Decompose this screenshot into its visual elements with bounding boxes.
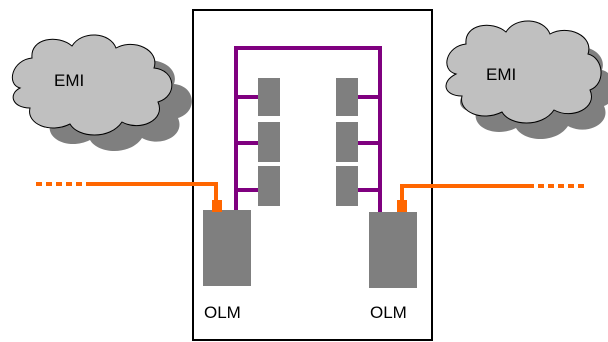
bus-outer-frame [234,46,382,212]
card-left-3 [258,166,280,206]
card-left-2 [258,122,280,162]
cloud-body [445,20,602,124]
emi-cloud-right: EMI [445,20,608,139]
olm-label-left: OLM [204,303,241,322]
olm-module-right: OLM [369,200,417,322]
emi-label-right: EMI [486,65,516,84]
emi-cloud-left: EMI [11,34,192,151]
cards [258,78,358,206]
olm-block [203,210,251,286]
card-left-1 [258,78,280,116]
bus-structure [234,46,382,212]
enclosure-frame [192,9,433,341]
olm-block [369,212,417,288]
card-right-3 [336,166,358,206]
card-right-2 [336,122,358,162]
olm-label-right: OLM [370,303,407,322]
card-right-1 [336,78,358,116]
cloud-body [11,34,173,136]
emi-label-left: EMI [54,71,84,90]
olm-connector [397,200,407,212]
olm-connector [212,200,222,212]
olm-module-left: OLM [203,200,251,322]
